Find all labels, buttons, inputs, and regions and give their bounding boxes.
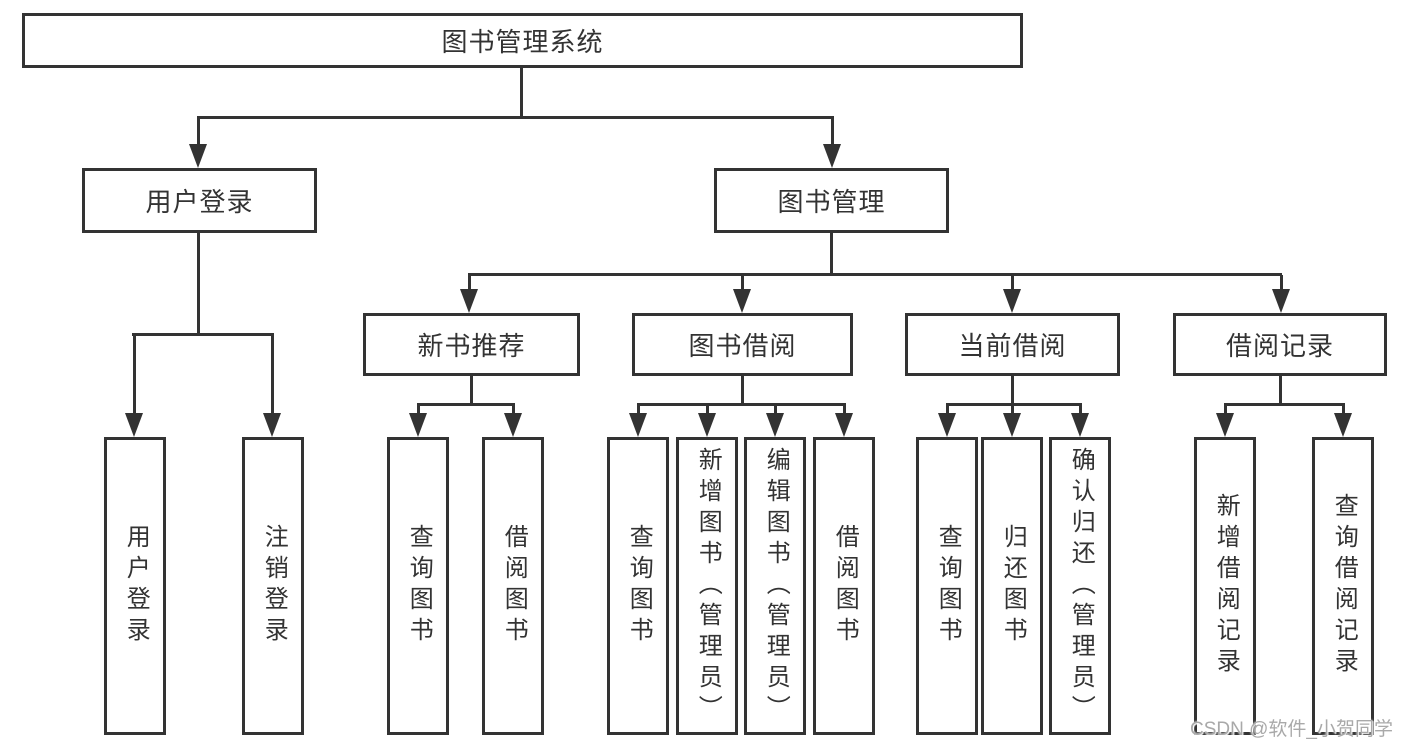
connector-line: [1280, 275, 1283, 291]
node-root-label: 图书管理系统: [441, 27, 604, 57]
csdn-watermark: CSDN @软件_小贺同学: [1190, 719, 1393, 740]
connector-line: [470, 376, 473, 405]
arrowhead-down-icon: [1003, 413, 1021, 437]
arrowhead-down-icon: [189, 144, 207, 168]
leaf-user-login: 用户登录: [104, 437, 166, 735]
leaf-cb-query-book: 查询图书: [916, 437, 978, 735]
node-book-management-label: 图书管理: [777, 187, 886, 217]
leaf-cb-return-book: 归还图书: [981, 437, 1043, 735]
leaf-rec-borrow-book: 借阅图书: [482, 437, 544, 735]
arrowhead-down-icon: [125, 413, 143, 437]
leaf-cb-query-book-label: 查询图书: [934, 524, 962, 648]
leaf-cb-confirm-return-admin: 确认归还（管理员）: [1049, 437, 1111, 735]
arrowhead-down-icon: [1003, 289, 1021, 313]
leaf-bb-edit-book-admin-label: 编辑图书（管理员）: [762, 446, 790, 726]
leaf-logout-login: 注销登录: [242, 437, 304, 735]
connector-line: [417, 405, 420, 415]
node-borrow-records-label: 借阅记录: [1225, 331, 1334, 361]
leaf-bb-add-book-admin: 新增图书（管理员）: [676, 437, 738, 735]
leaf-bb-query-book-label: 查询图书: [625, 524, 653, 648]
arrowhead-down-icon: [504, 413, 522, 437]
connector-line: [271, 335, 274, 415]
node-root: 图书管理系统: [22, 13, 1023, 68]
connector-line: [1342, 405, 1345, 415]
connector-line: [1279, 376, 1282, 405]
connector-line: [1011, 405, 1014, 415]
connector-line: [1224, 405, 1227, 415]
arrowhead-down-icon: [1071, 413, 1089, 437]
connector-line: [946, 405, 949, 415]
leaf-user-login-label: 用户登录: [122, 524, 150, 648]
connector-line: [132, 333, 274, 336]
arrowhead-down-icon: [733, 289, 751, 313]
connector-line: [468, 275, 471, 291]
node-current-borrow: 当前借阅: [905, 313, 1120, 376]
connector-line: [741, 275, 744, 291]
node-book-borrow-label: 图书借阅: [688, 331, 797, 361]
arrowhead-down-icon: [823, 144, 841, 168]
leaf-br-add-record: 新增借阅记录: [1194, 437, 1256, 735]
arrowhead-down-icon: [766, 413, 784, 437]
connector-line: [637, 403, 846, 406]
node-new-book-recommend: 新书推荐: [363, 313, 580, 376]
connector-line: [741, 376, 744, 405]
connector-line: [637, 405, 640, 415]
node-new-book-recommend-label: 新书推荐: [417, 331, 526, 361]
connector-line: [774, 405, 777, 415]
connector-line: [1011, 376, 1014, 405]
connector-line: [197, 233, 200, 335]
connector-line: [1079, 405, 1082, 415]
connector-line: [512, 405, 515, 415]
leaf-br-query-record: 查询借阅记录: [1312, 437, 1374, 735]
connector-line: [1011, 275, 1014, 291]
leaf-bb-query-book: 查询图书: [607, 437, 669, 735]
connector-line: [520, 68, 523, 118]
node-current-borrow-label: 当前借阅: [958, 331, 1067, 361]
arrowhead-down-icon: [835, 413, 853, 437]
leaf-bb-add-book-admin-label: 新增图书（管理员）: [694, 446, 722, 726]
connector-line: [1224, 403, 1345, 406]
arrowhead-down-icon: [629, 413, 647, 437]
connector-line: [830, 233, 833, 275]
node-user-login: 用户登录: [82, 168, 317, 233]
arrowhead-down-icon: [263, 413, 281, 437]
connector-line: [197, 116, 834, 119]
arrowhead-down-icon: [460, 289, 478, 313]
connector-line: [843, 405, 846, 415]
leaf-br-add-record-label: 新增借阅记录: [1212, 493, 1240, 679]
node-book-borrow: 图书借阅: [632, 313, 853, 376]
leaf-logout-login-label: 注销登录: [260, 524, 288, 648]
arrowhead-down-icon: [1272, 289, 1290, 313]
leaf-cb-return-book-label: 归还图书: [999, 524, 1027, 648]
leaf-cb-confirm-return-admin-label: 确认归还（管理员）: [1067, 446, 1095, 726]
leaf-bb-borrow-book: 借阅图书: [813, 437, 875, 735]
connector-line: [706, 405, 709, 415]
leaf-bb-borrow-book-label: 借阅图书: [831, 524, 859, 648]
arrowhead-down-icon: [409, 413, 427, 437]
connector-line: [831, 118, 834, 146]
connector-line: [468, 273, 1282, 276]
connector-line: [133, 335, 136, 415]
node-book-management: 图书管理: [714, 168, 949, 233]
leaf-rec-query-book: 查询图书: [387, 437, 449, 735]
arrowhead-down-icon: [698, 413, 716, 437]
node-borrow-records: 借阅记录: [1173, 313, 1387, 376]
arrowhead-down-icon: [1216, 413, 1234, 437]
connector-line: [197, 118, 200, 146]
leaf-bb-edit-book-admin: 编辑图书（管理员）: [744, 437, 806, 735]
connector-line: [946, 403, 1082, 406]
arrowhead-down-icon: [1334, 413, 1352, 437]
leaf-rec-borrow-book-label: 借阅图书: [500, 524, 528, 648]
node-user-login-label: 用户登录: [145, 187, 254, 217]
leaf-rec-query-book-label: 查询图书: [405, 524, 433, 648]
leaf-br-query-record-label: 查询借阅记录: [1330, 493, 1358, 679]
arrowhead-down-icon: [938, 413, 956, 437]
connector-line: [417, 403, 515, 406]
